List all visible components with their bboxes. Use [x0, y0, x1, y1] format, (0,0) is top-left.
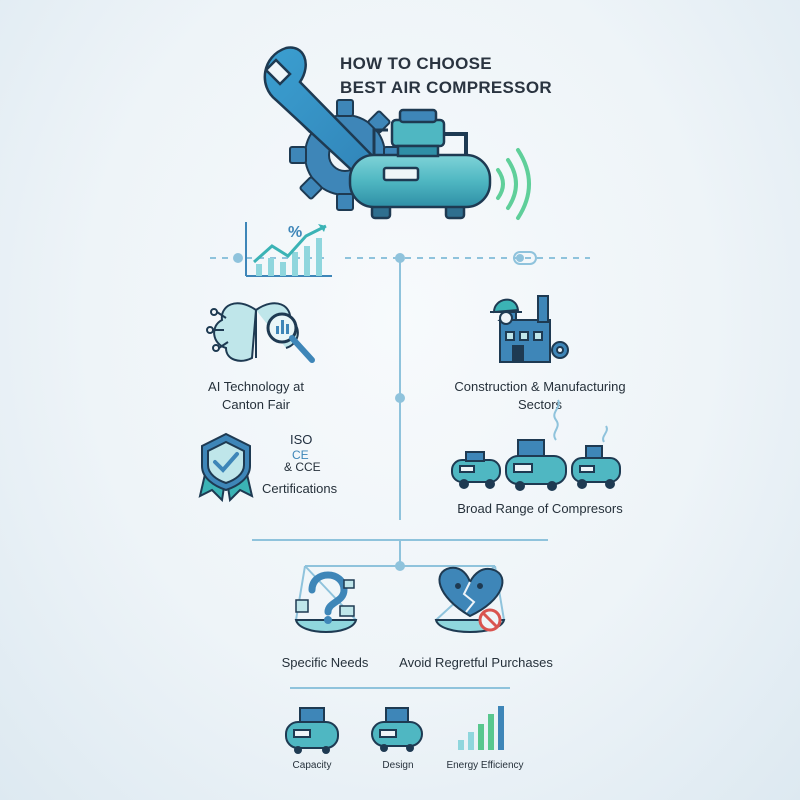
compressor-range-label: Broad Range of Compresors — [457, 501, 623, 516]
ai-technology-label-line-2: Canton Fair — [222, 397, 290, 412]
ce-label: CE — [292, 448, 309, 462]
percent-symbol: % — [288, 224, 303, 241]
page-title-line-2: BEST AIR COMPRESSOR — [340, 78, 552, 97]
sound-waves-icon — [496, 148, 531, 220]
certifications-label: Certifications — [262, 481, 338, 496]
design-compressor-icon — [371, 707, 423, 752]
energy-efficiency-bars-icon — [458, 706, 504, 750]
steam-icon — [553, 399, 608, 443]
small-gear-icon — [551, 341, 569, 359]
capacity-label: Capacity — [292, 760, 332, 771]
sectors-label-line-1: Construction & Manufacturing — [454, 379, 626, 394]
device-icon — [339, 605, 355, 617]
capacity-compressor-icon — [285, 707, 339, 754]
cce-label: & CCE — [284, 460, 321, 474]
hard-hat-icon — [490, 298, 522, 325]
tool-icon — [295, 599, 309, 613]
compressor-icon — [505, 439, 567, 491]
toggle-switch-icon — [513, 251, 537, 265]
wrench-small-icon — [343, 579, 355, 589]
specific-needs-label: Specific Needs — [281, 655, 369, 670]
iso-label: ISO — [290, 432, 313, 447]
energy-efficiency-label: Energy Efficiency — [446, 760, 524, 771]
design-label: Design — [382, 760, 414, 771]
compressor-icon — [571, 445, 621, 489]
compressor-icon — [348, 108, 492, 220]
question-mark-icon — [308, 571, 348, 624]
avoid-regretful-purchases-label: Avoid Regretful Purchases — [399, 655, 553, 670]
prohibited-icon — [478, 608, 502, 632]
broken-heart-icon — [438, 566, 504, 618]
compressor-icon — [451, 451, 501, 489]
sectors-label-line-2: Sectors — [517, 397, 563, 412]
page-title-line-1: HOW TO CHOOSE — [340, 54, 492, 73]
ai-technology-label-line-1: AI Technology at — [208, 379, 304, 394]
